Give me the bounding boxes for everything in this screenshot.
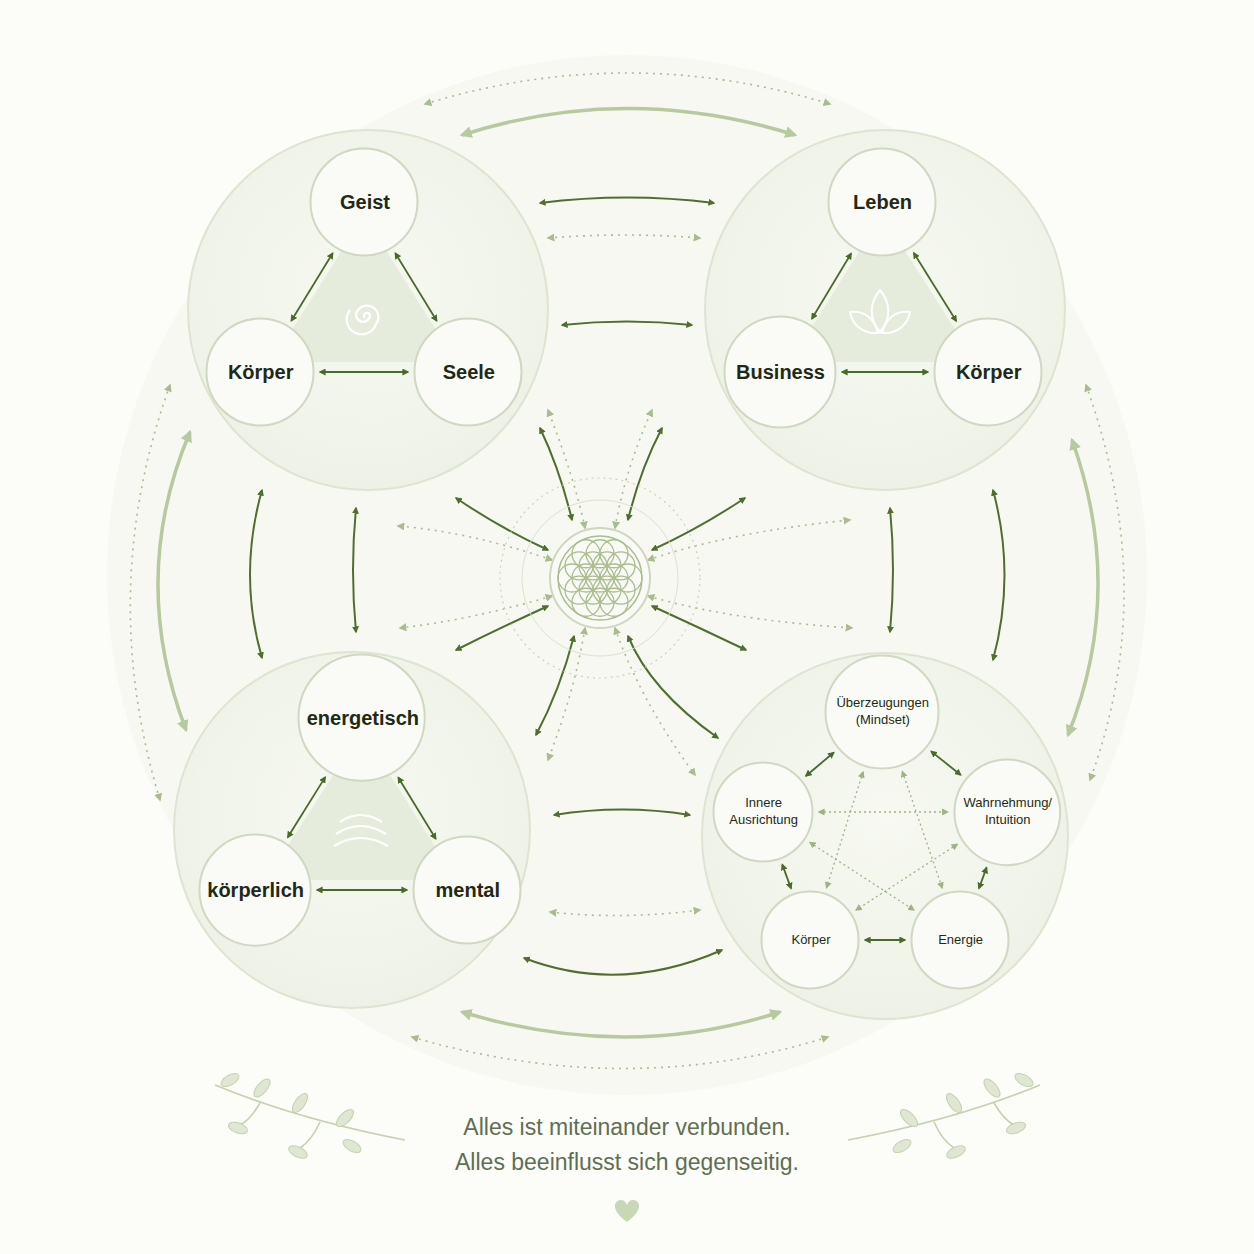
circle-shape [311,149,418,256]
branch-left [215,1085,405,1148]
connector-arrow [317,889,407,891]
circle-node: Körper [760,890,860,990]
circle-shape [415,319,522,426]
circle-shape [912,892,1009,989]
connector-arrow [395,253,436,321]
node-label: Überzeugungen (Mindset) [836,695,930,729]
node-label: körperlich [207,877,305,903]
connector-arrow [931,751,960,775]
node-label: Energie [938,932,984,949]
connector-arrow [288,777,325,837]
circle-shape [299,655,425,781]
group-arrows [250,198,1005,975]
circle-node: Innere Ausrichtung [712,761,814,863]
circle-shape [762,892,859,989]
outer-arrows [158,109,1098,1038]
node-label: Körper [955,359,1022,385]
node-label: mental [435,877,501,903]
center-ring [500,478,700,678]
connector-arrow [842,371,928,373]
circle-shape [826,656,939,769]
circle-node: energetisch [297,653,426,782]
connector-arrow [320,371,408,373]
circle-node: körperlich [198,833,312,947]
wave-icon [334,815,388,846]
circle-node: Seele [413,317,523,427]
dotted-connector [902,772,942,888]
circle-shape [725,317,836,428]
circle-shape [714,763,813,862]
circle-node: Wahrnehmung/ Intuition [953,758,1062,867]
connector-arrow [806,753,834,776]
node-label: Körper [227,359,294,385]
connector-arrow [291,253,332,321]
circle-node: Energie [910,890,1010,990]
flower-of-life [558,540,642,616]
connector-arrow [398,777,435,838]
circle-shape [954,759,1060,865]
branch-right [848,1085,1040,1148]
circle-shape [207,319,314,426]
connector-arrow [979,868,987,889]
connector-arrow [782,865,791,889]
circle-node: mental [412,835,522,945]
node-label: Wahrnehmung/ Intuition [963,795,1053,829]
branch-left-leaves [219,1071,363,1161]
circle-shape [935,319,1042,426]
circle-node: Leben [827,147,937,257]
node-label: Leben [853,189,913,215]
branch-right-leaves [891,1071,1035,1161]
center-circle [550,528,650,628]
circle-shape [199,834,310,945]
circle-node: Geist [309,147,419,257]
group-circles [174,130,1068,1019]
connector-arrow [865,939,905,941]
triangle-grounds [266,215,976,880]
heart-icon [615,1200,639,1222]
node-label: Business [736,359,826,385]
halo [107,55,1147,1095]
spiral-icon [347,306,379,335]
circle-shape [414,837,521,944]
center-ring [522,500,678,656]
circle-node: Business [723,315,837,429]
outer-dotted-arrows [130,73,1124,1069]
node-label: Seele [442,359,496,385]
dotted-connector [819,811,948,812]
node-label: Körper [790,932,831,949]
connector-arrow [812,253,851,318]
caption: Alles ist miteinander verbunden. Alles b… [439,1110,815,1179]
node-label: Geist [339,189,391,215]
circle-node: Körper [205,317,315,427]
leaf-icon [850,290,910,333]
circle-shape [829,149,936,256]
circle-node: Überzeugungen (Mindset) [824,654,940,770]
flower-border [558,536,642,620]
node-label: energetisch [306,705,420,731]
circle-node: Körper [933,317,1043,427]
connector-arrow [914,253,957,321]
dotted-connector [827,772,863,887]
node-label: Innere Ausrichtung [729,795,799,829]
